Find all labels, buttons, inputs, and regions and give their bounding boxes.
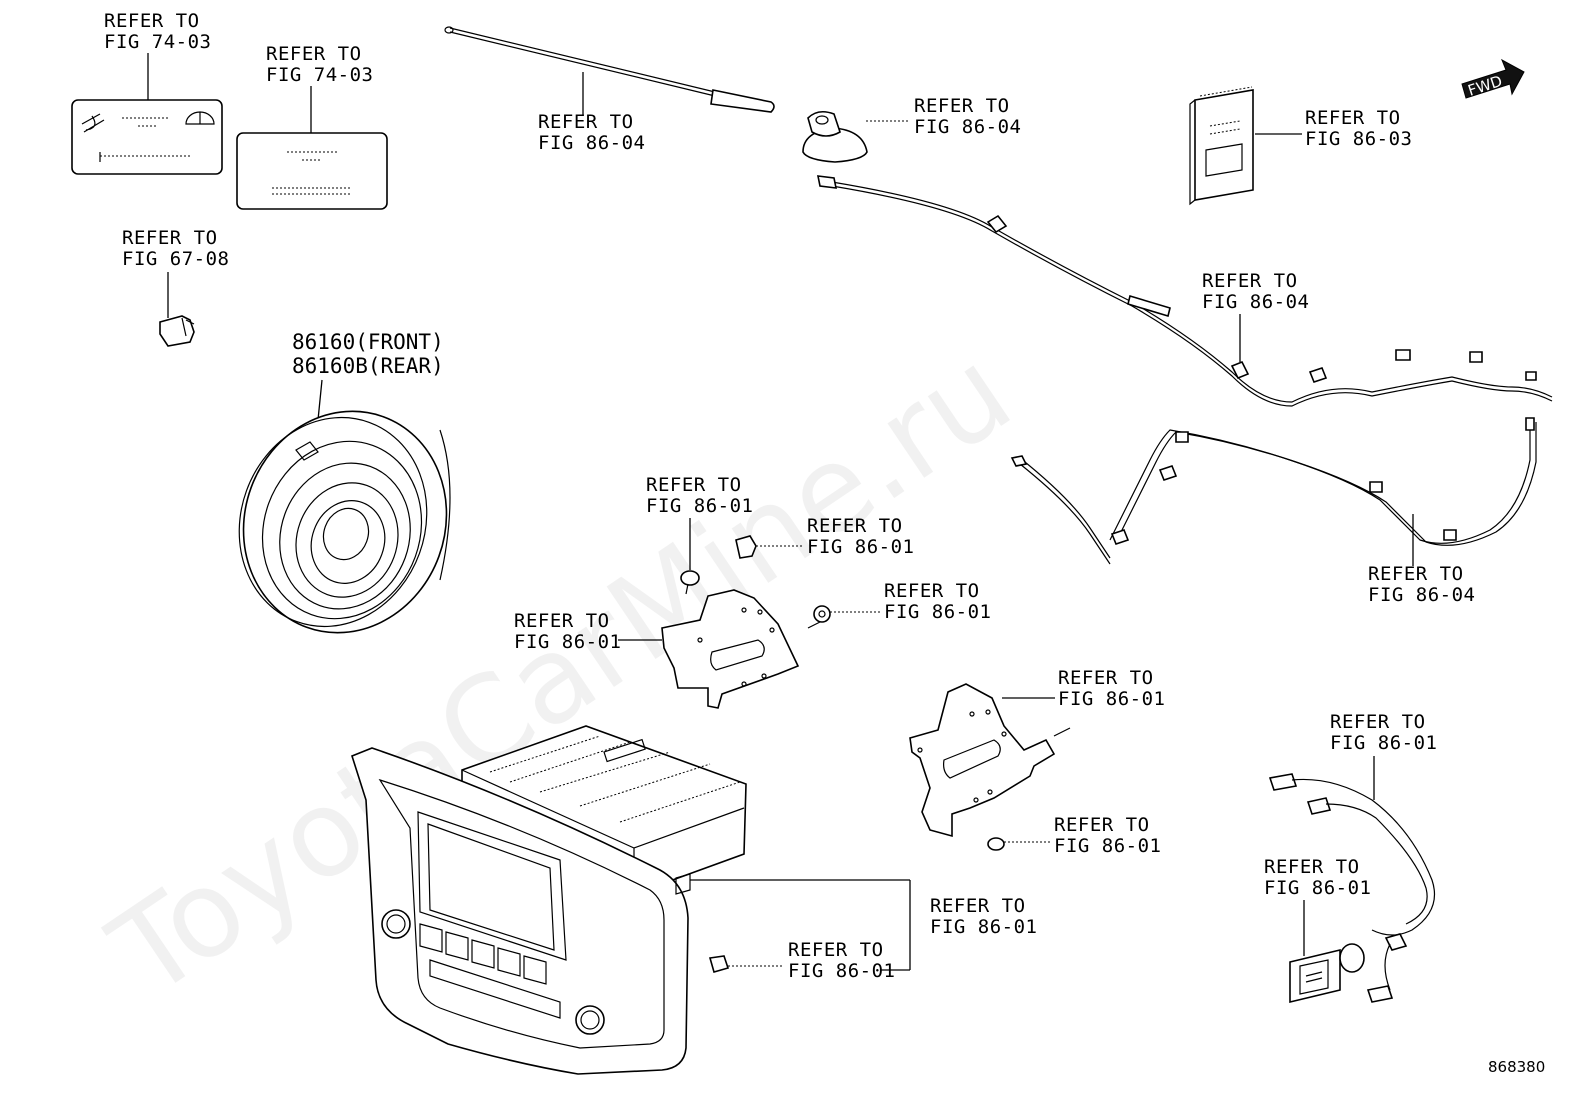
callout-c2-line1: REFER TO <box>266 43 362 65</box>
small-clip-part <box>708 955 730 973</box>
callout-c6-line1: REFER TO <box>1305 107 1401 129</box>
screw-part <box>680 570 700 595</box>
callout-c12[interactable]: REFER TO FIG 86-01 <box>514 610 662 653</box>
callout-c15-line2: FIG 86-01 <box>1054 835 1161 857</box>
clip-nut-part <box>735 535 757 559</box>
callout-c8-line2: FIG 86-04 <box>1368 584 1475 606</box>
callout-c10[interactable]: REFER TO FIG 86-01 <box>756 515 914 558</box>
callout-c7[interactable]: REFER TO FIG 86-04 <box>1202 270 1309 362</box>
callout-c16-line1: REFER TO <box>930 895 1026 917</box>
callout-c17-line2: FIG 86-01 <box>788 960 895 982</box>
antenna-base-part <box>802 110 868 163</box>
antenna-rod-part <box>444 26 775 113</box>
callout-c5-line1: REFER TO <box>914 95 1010 117</box>
antenna-cable-part <box>816 175 1553 407</box>
bushing-part <box>813 605 831 623</box>
diagram-id-label: 868380 <box>1488 1058 1545 1076</box>
callout-c17[interactable]: REFER TO FIG 86-01 <box>728 939 895 982</box>
callout-c4-line2: FIG 86-04 <box>538 132 645 154</box>
usb-harness-part <box>1268 773 1436 1003</box>
callout-c10-line1: REFER TO <box>807 515 903 537</box>
wire-harness-part <box>1010 417 1537 565</box>
callout-c2[interactable]: REFER TO FIG 74-03 <box>266 43 373 133</box>
callout-c9[interactable]: REFER TO FIG 86-01 <box>646 474 753 570</box>
fwd-badge-label: FWD <box>1466 72 1505 100</box>
manual-book-part <box>1189 86 1254 206</box>
callout-c3[interactable]: REFER TO FIG 67-08 <box>122 227 229 318</box>
callout-c4-line1: REFER TO <box>538 111 634 133</box>
callout-c6-line2: FIG 86-03 <box>1305 128 1412 150</box>
usb-port-part <box>1289 943 1365 1004</box>
callout-c5-line2: FIG 86-04 <box>914 116 1021 138</box>
callout-c18-line2: FIG 86-01 <box>1264 877 1371 899</box>
callout-c11-line2: FIG 86-01 <box>884 601 991 623</box>
part-label-p1-line1: 86160(FRONT) <box>292 330 444 354</box>
callout-c13-line2: FIG 86-01 <box>1058 688 1165 710</box>
callout-c8-line1: REFER TO <box>1368 563 1464 585</box>
callout-c14[interactable]: REFER TO FIG 86-01 <box>1330 711 1437 800</box>
callout-c13[interactable]: REFER TO FIG 86-01 <box>1002 667 1165 710</box>
part-label-p1[interactable]: 86160(FRONT) 86160B(REAR) <box>292 330 444 421</box>
clip-part <box>159 315 195 347</box>
callout-c15-line1: REFER TO <box>1054 814 1150 836</box>
callout-c16-line2: FIG 86-01 <box>930 916 1037 938</box>
callout-c9-line1: REFER TO <box>646 474 742 496</box>
callout-c1-line2: FIG 74-03 <box>104 31 211 53</box>
callout-c14-line2: FIG 86-01 <box>1330 732 1437 754</box>
callout-c3-line2: FIG 67-08 <box>122 248 229 270</box>
callout-c12-line2: FIG 86-01 <box>514 631 621 653</box>
callout-c10-line2: FIG 86-01 <box>807 536 914 558</box>
callout-c17-line1: REFER TO <box>788 939 884 961</box>
callout-c11[interactable]: REFER TO FIG 86-01 <box>830 580 991 623</box>
right-bracket-part <box>909 683 1071 838</box>
callout-c16[interactable]: REFER TO FIG 86-01 <box>690 879 1037 971</box>
callout-c12-line1: REFER TO <box>514 610 610 632</box>
callout-c18-line1: REFER TO <box>1264 856 1360 878</box>
speaker-part <box>238 410 451 634</box>
callout-c11-line1: REFER TO <box>884 580 980 602</box>
callout-c2-line2: FIG 74-03 <box>266 64 373 86</box>
callout-c1-line1: REFER TO <box>104 10 200 32</box>
callout-c7-line2: FIG 86-04 <box>1202 291 1309 313</box>
part-label-p1-line2: 86160B(REAR) <box>292 354 444 378</box>
info-label-card <box>236 132 388 210</box>
callout-c13-line1: REFER TO <box>1058 667 1154 689</box>
grommet-part <box>987 837 1005 851</box>
left-bracket-part <box>661 589 821 709</box>
caution-label-card <box>71 99 223 175</box>
callout-c8[interactable]: REFER TO FIG 86-04 <box>1368 514 1475 606</box>
callout-c1[interactable]: REFER TO FIG 74-03 <box>104 10 211 100</box>
callout-c5[interactable]: REFER TO FIG 86-04 <box>866 95 1021 138</box>
callout-c9-line2: FIG 86-01 <box>646 495 753 517</box>
callout-c18[interactable]: REFER TO FIG 86-01 <box>1264 856 1371 956</box>
callout-c4[interactable]: REFER TO FIG 86-04 <box>538 72 645 154</box>
radio-head-unit-part <box>351 725 747 1075</box>
callout-c7-line1: REFER TO <box>1202 270 1298 292</box>
callout-c15[interactable]: REFER TO FIG 86-01 <box>1004 814 1161 857</box>
callout-c14-line1: REFER TO <box>1330 711 1426 733</box>
callout-c6[interactable]: REFER TO FIG 86-03 <box>1255 107 1412 150</box>
fwd-arrow-icon: FWD <box>1461 58 1525 100</box>
callout-c3-line1: REFER TO <box>122 227 218 249</box>
